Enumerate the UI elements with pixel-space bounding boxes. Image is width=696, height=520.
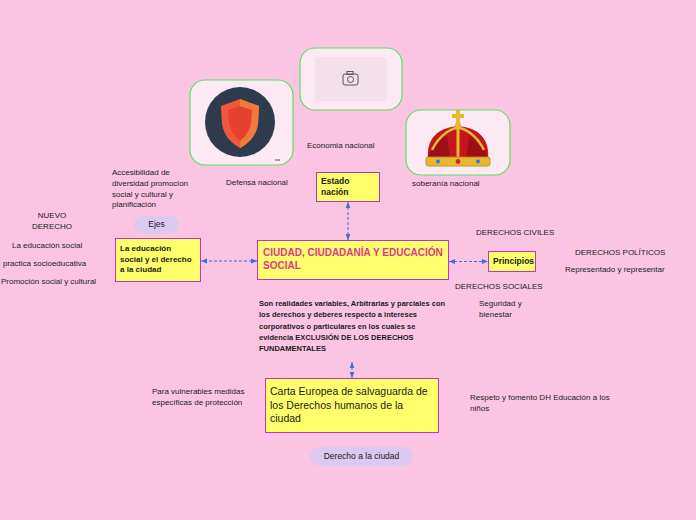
tag-pill: Derecho a la ciudad (310, 447, 413, 466)
central-topic: CIUDAD, CIUDADANÍA Y EDUCACIÓN SOCIAL Son… (257, 240, 449, 362)
note-label: Seguridad y bienestar (479, 299, 539, 321)
dashed-connector (352, 362, 353, 378)
topic-box: Principios (488, 251, 536, 272)
note-label: Representado y representar (565, 265, 690, 276)
node-text: Ejes (148, 219, 165, 230)
topic-title: CIUDAD, CIUDADANÍA Y EDUCACIÓN SOCIAL (257, 240, 449, 280)
topic-box: La educación social y el derecho a la ci… (115, 238, 201, 282)
topic-note: Son realidades variables, Arbitrarias y … (257, 298, 449, 358)
image-placeholder (300, 48, 402, 110)
dashed-connector (449, 261, 488, 262)
shield-picture (190, 80, 293, 165)
note-label: Economia nacional (307, 141, 397, 152)
dashed-connector (348, 202, 349, 240)
note-label: Accesibilidad de diversidad promocion so… (112, 168, 208, 211)
tag-pill: Ejes (134, 216, 179, 234)
note-label: DERECHOS POLÍTICOS (575, 248, 685, 259)
topic-box: Carta Europea de salvaguarda de los Dere… (265, 378, 439, 433)
node-text: Carta Europea de salvaguarda de los Dere… (270, 385, 434, 426)
node-text: La educación social y el derecho a la ci… (120, 244, 196, 275)
note-label: Promoción social y cultural (1, 277, 113, 288)
crown-picture (406, 110, 510, 175)
dashed-connector (201, 261, 257, 262)
node-text: Derecho a la ciudad (324, 451, 400, 462)
note-label: DERECHOS SOCIALES (455, 282, 555, 293)
note-label: practica socioeducativa (3, 259, 113, 270)
note-label: Para vulnerables medidas específicas de … (152, 387, 248, 409)
note-label: DERECHOS CIVILES (476, 228, 571, 239)
note-label: Defensa nacional (226, 178, 306, 189)
topic-box: Estado nación (316, 172, 380, 202)
node-text: Principios (493, 256, 534, 267)
note-label: soberanía nacional (412, 179, 502, 190)
node-text: Estado nación (321, 176, 375, 198)
note-label: La educación social (12, 241, 112, 252)
note-label: NUEVO DERECHO (28, 211, 76, 233)
note-label: Respeto y fomento DH Educación a los niñ… (470, 393, 610, 415)
